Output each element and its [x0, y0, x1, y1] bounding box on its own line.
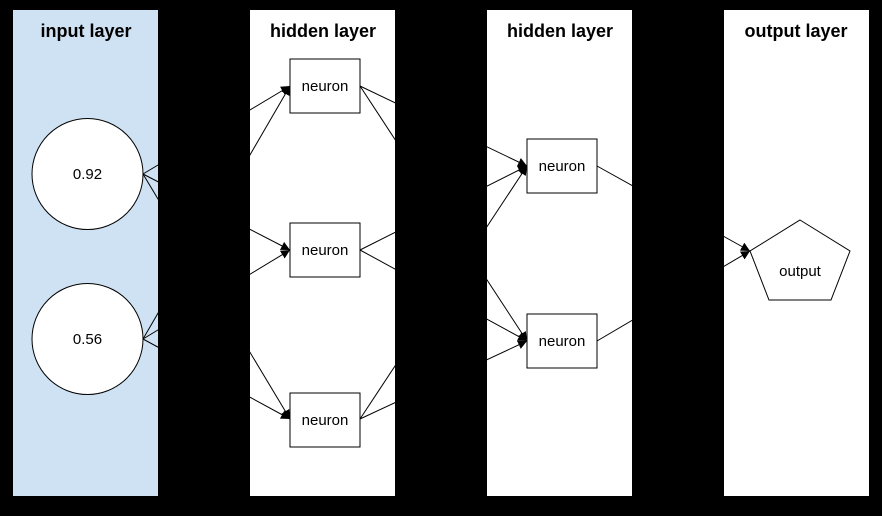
hidden1-neuron-1-label: neuron	[302, 78, 349, 95]
input-node-1: 0.92	[31, 118, 144, 230]
output-node: output	[749, 219, 851, 301]
hidden1-neuron-3-label: neuron	[302, 412, 349, 429]
hidden1-neuron-2-label: neuron	[302, 242, 349, 259]
hidden1-neuron-3-box	[289, 392, 361, 448]
connection-h1n1-h2n1	[359, 85, 528, 167]
hidden-layer-2-panel	[487, 10, 632, 496]
hidden1-neuron-1-box	[289, 58, 361, 114]
connection-h1n2-h2n1	[359, 165, 528, 251]
hidden1-neuron-1: neuron	[289, 58, 361, 114]
hidden1-neuron-2: neuron	[289, 222, 361, 278]
connection-h1n3-h2n2	[359, 340, 528, 420]
input-node-1-value: 0.92	[73, 166, 102, 183]
connection-input2-h1n1	[142, 85, 291, 340]
input-node-1-circle	[31, 118, 144, 230]
hidden2-neuron-1: neuron	[526, 138, 598, 194]
hidden2-neuron-2-label: neuron	[539, 333, 586, 350]
connection-h1n3-h2n1	[359, 165, 528, 420]
output-node-pentagon	[749, 219, 851, 301]
connection-h1n2-h2n2	[359, 249, 528, 342]
input-layer-panel	[13, 10, 158, 496]
output-layer-title: output layer	[744, 21, 847, 41]
connection-h2n2-output	[596, 250, 751, 342]
hidden2-neuron-2: neuron	[526, 313, 598, 369]
input-node-2-value: 0.56	[73, 331, 102, 348]
hidden-layer-1-title: hidden layer	[270, 21, 376, 41]
connection-lines	[142, 85, 751, 420]
hidden2-neuron-2-box	[526, 313, 598, 369]
hidden2-neuron-1-label: neuron	[539, 158, 586, 175]
connection-input1-h1n1	[142, 85, 291, 175]
hidden2-neuron-1-box	[526, 138, 598, 194]
hidden1-neuron-3: neuron	[289, 392, 361, 448]
connection-input1-h1n3	[142, 173, 291, 420]
connection-input2-h1n3	[142, 338, 291, 420]
connection-input2-h1n2	[142, 249, 291, 340]
connection-h1n1-h2n2	[359, 85, 528, 342]
input-layer-title: input layer	[40, 21, 131, 41]
input-node-2: 0.56	[31, 283, 144, 395]
connection-h2n1-output	[596, 165, 751, 252]
output-node-label: output	[779, 263, 822, 280]
hidden-layer-2-title: hidden layer	[507, 21, 613, 41]
input-node-2-circle	[31, 283, 144, 395]
hidden1-neuron-2-box	[289, 222, 361, 278]
